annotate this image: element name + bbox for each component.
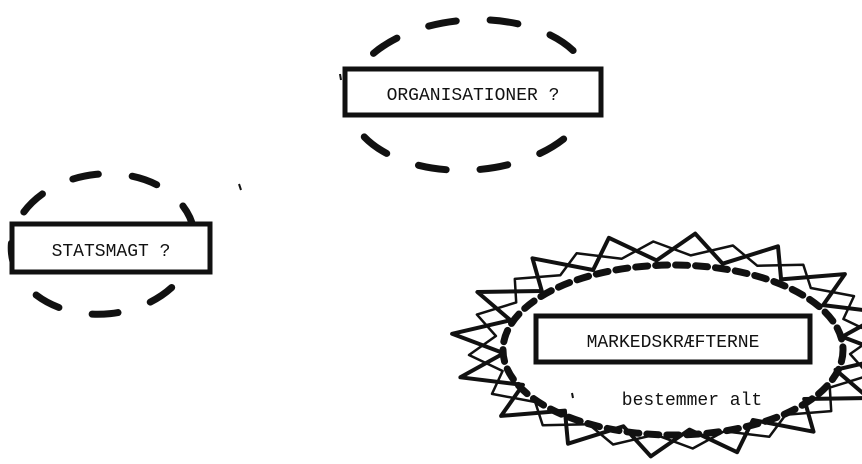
statsmagt-box xyxy=(9,221,213,275)
markedskraefterne-starburst xyxy=(450,231,862,459)
organisationer-node: ORGANISATIONER ? xyxy=(342,16,604,174)
scan-specks xyxy=(238,73,574,399)
organisationer-box xyxy=(342,66,604,118)
speck xyxy=(571,392,574,399)
markedskraefterne-starburst-inner xyxy=(467,240,862,450)
markedskraefterne-sublabel: bestemmer alt xyxy=(622,391,762,411)
markedskraefterne-box xyxy=(533,313,813,365)
markedskraefterne-label: MARKEDSKRÆFTERNE xyxy=(587,333,760,353)
markedskraefterne-node: MARKEDSKRÆFTERNE bestemmer alt xyxy=(450,231,862,459)
statsmagt-label: STATSMAGT ? xyxy=(52,242,171,262)
speck xyxy=(339,73,342,81)
speck xyxy=(238,183,242,191)
markedskraefterne-dashed-ellipse xyxy=(499,261,847,439)
organisationer-label: ORGANISATIONER ? xyxy=(387,86,560,106)
statsmagt-node: STATSMAGT ? xyxy=(7,170,213,318)
